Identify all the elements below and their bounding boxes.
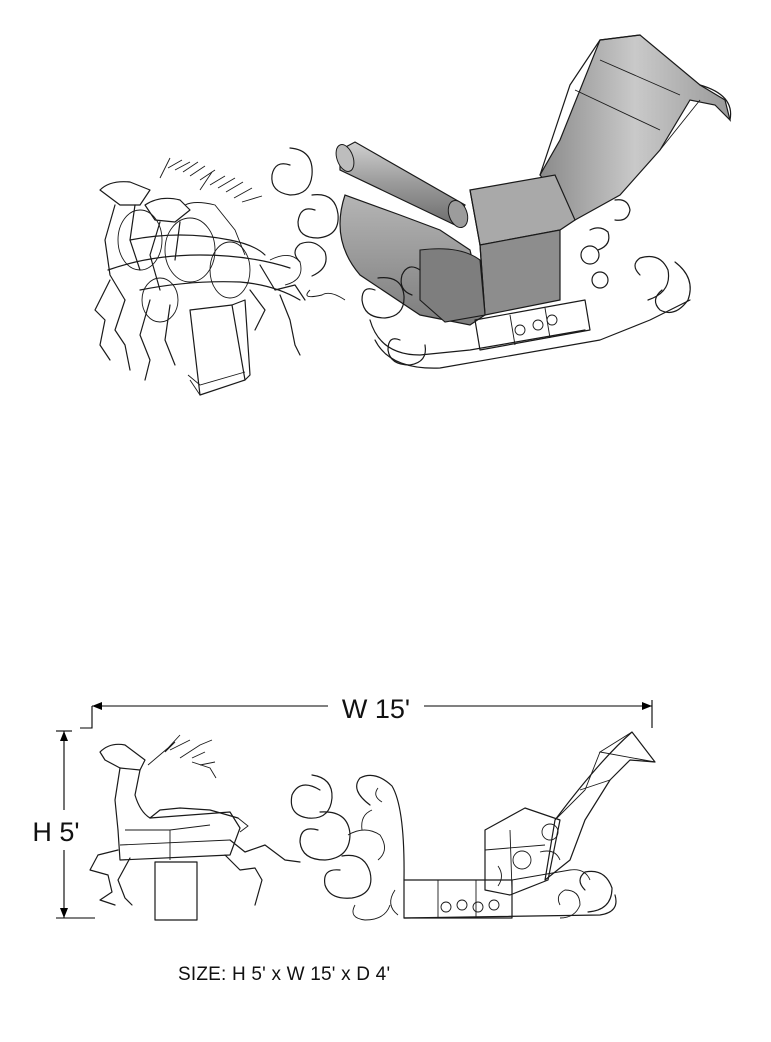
width-label: W 15' <box>342 694 410 724</box>
sleigh-base-top <box>306 289 691 369</box>
sleigh-seat <box>469 174 576 316</box>
size-caption: SIZE: H 5' x W 15' x D 4' <box>178 964 391 985</box>
reindeer-side <box>89 734 301 921</box>
height-label: H 5' <box>32 817 79 847</box>
sleigh-front-roll <box>335 141 469 229</box>
side-elevation-view: W 15' H 5' <box>32 694 656 921</box>
sleigh-seat-back <box>539 34 732 221</box>
sleigh-scrollwork-top <box>271 147 691 366</box>
sleigh-front-panel <box>339 194 486 326</box>
width-dimension <box>80 700 653 729</box>
height-dimension <box>56 730 95 919</box>
isometric-view <box>94 34 732 396</box>
sleigh-side <box>290 731 656 921</box>
reindeer-pair-top <box>94 157 306 396</box>
